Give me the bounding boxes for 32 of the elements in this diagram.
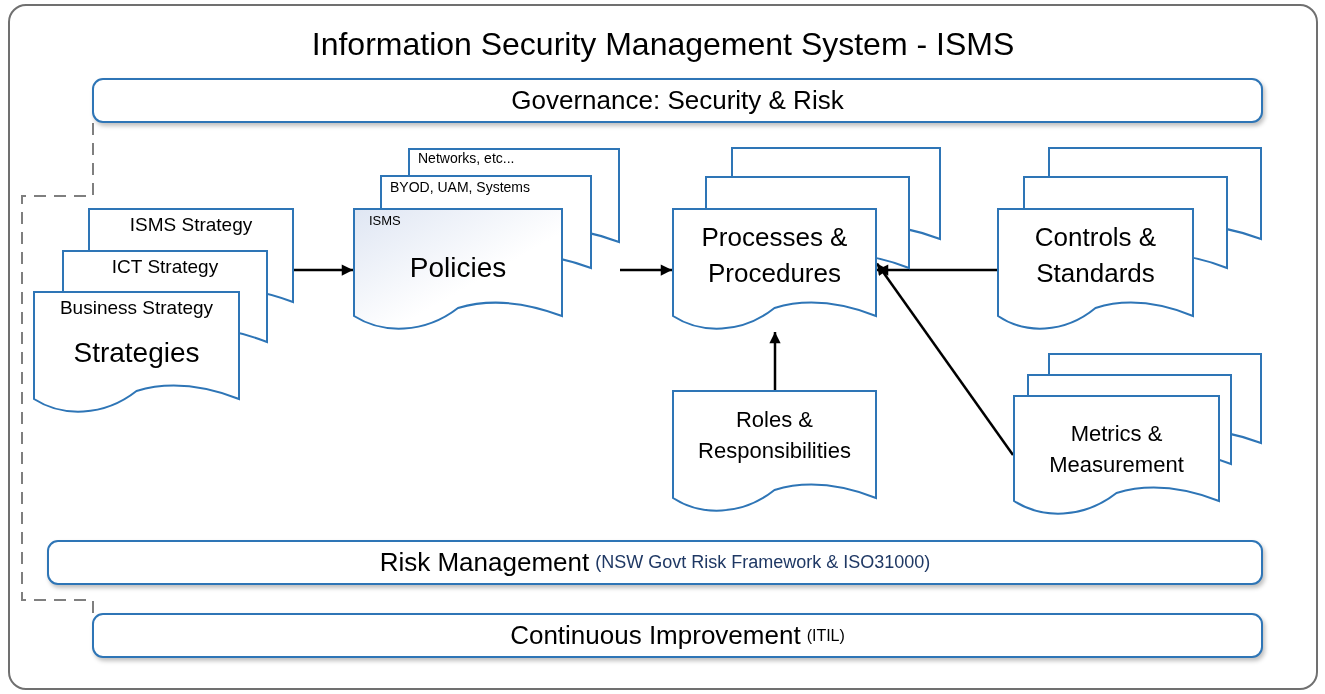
document-stack [353, 148, 620, 332]
document-stack [1013, 353, 1262, 517]
rounded-band [92, 78, 1263, 123]
page-label: ISMS [368, 212, 402, 230]
band-label: Continuous Improvement [510, 619, 801, 652]
band-note: (NSW Govt Risk Framework & ISO31000) [595, 551, 931, 574]
document-stack [997, 147, 1262, 332]
frame-label: Information Security Management System - ISMS [310, 25, 1016, 64]
page-label: ISMS Strategy [128, 213, 254, 237]
band-label: Governance: Security & Risk [511, 84, 844, 117]
arrow [620, 264, 672, 276]
arrow [294, 264, 353, 276]
band-note: (ITIL) [806, 625, 845, 646]
rounded-band [47, 540, 1263, 585]
page-label: Business Strategy [58, 296, 215, 320]
document-title: Policies [408, 251, 508, 285]
band-label: Risk Management [379, 546, 590, 579]
document-title: Strategies [72, 336, 201, 370]
document-stack [672, 147, 941, 332]
diagram-frame [8, 4, 1318, 690]
document-stack [33, 208, 294, 415]
dashed-line [21, 122, 94, 614]
page-label: Networks, etc... [417, 149, 516, 168]
document-title: Processes & Procedures [700, 221, 849, 291]
rounded-band [92, 613, 1263, 658]
page-label: BYOD, UAM, Systems [389, 178, 532, 197]
page-label: ICT Strategy [110, 255, 220, 279]
document-title: Controls & Standards [1033, 221, 1158, 291]
document-title: Roles & Responsibilities [697, 406, 852, 465]
arrow [769, 332, 781, 390]
document-stack [672, 390, 877, 514]
document-title: Metrics & Measurement [1048, 420, 1185, 479]
